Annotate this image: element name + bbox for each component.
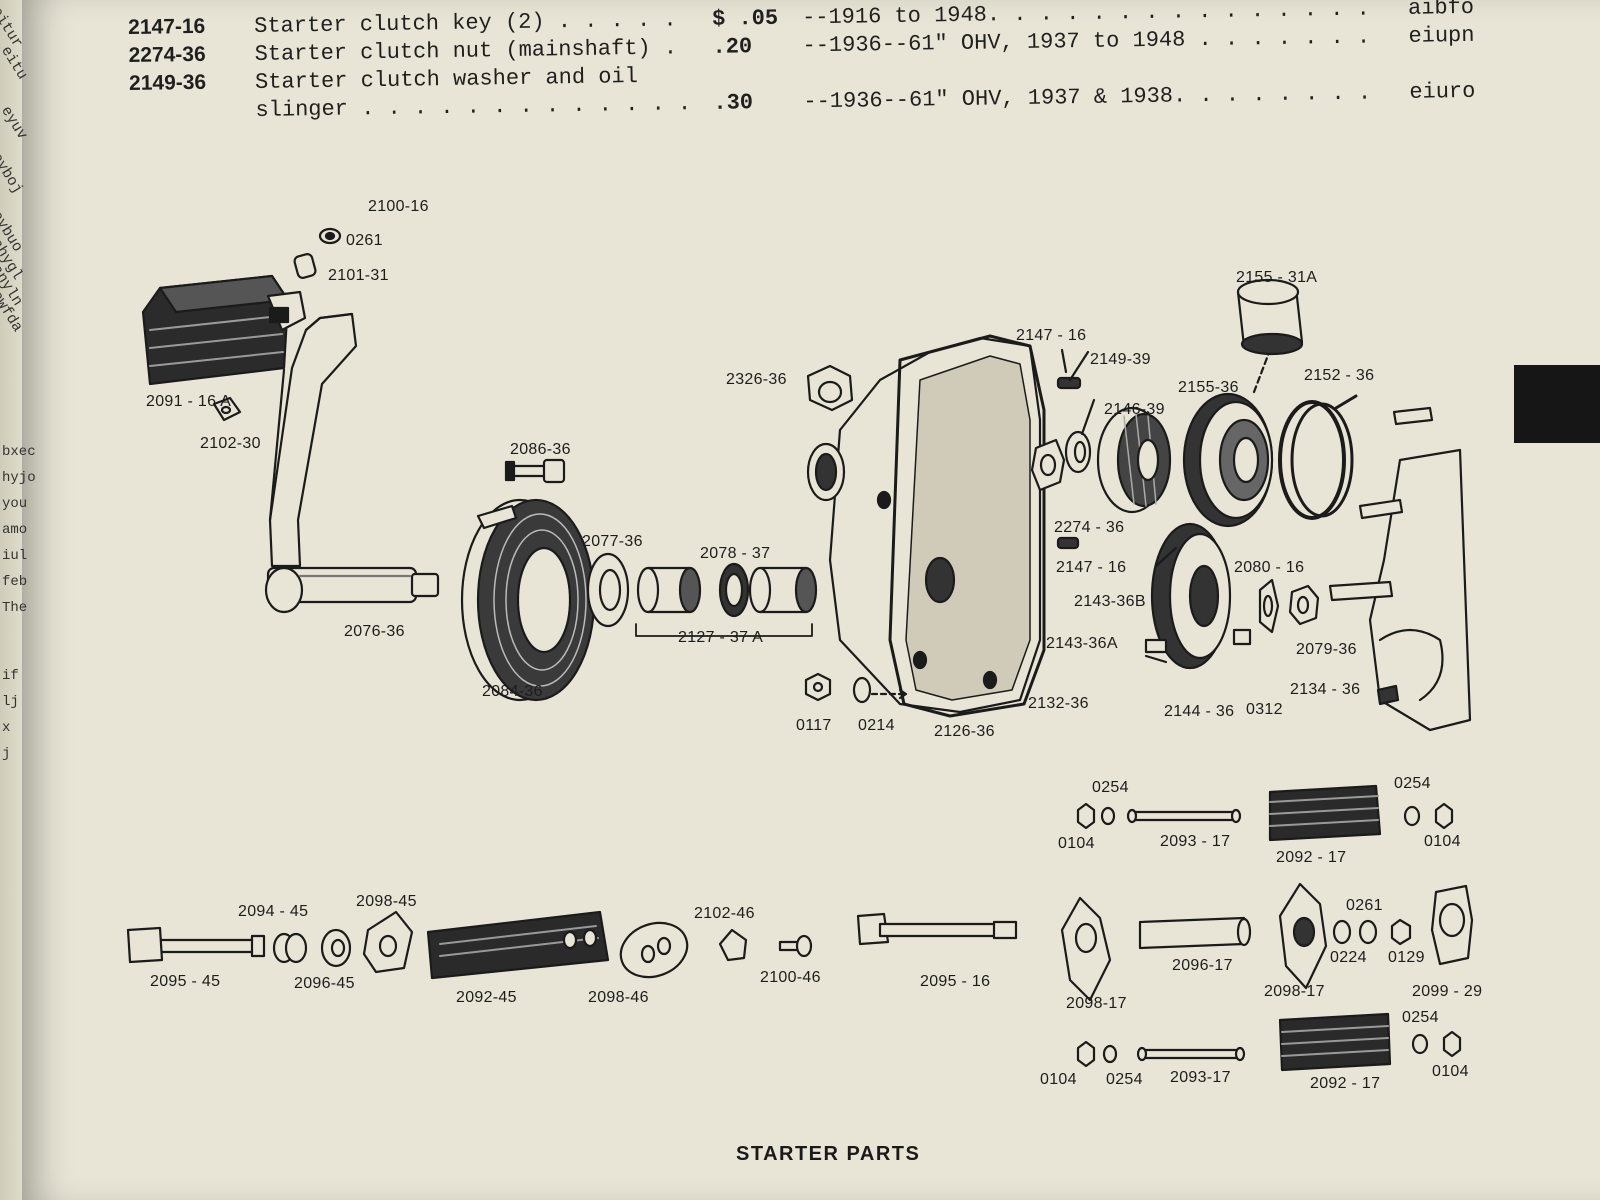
part-label: 2102-30	[200, 435, 261, 452]
footrest-right-middle-drawing	[1060, 882, 1474, 1002]
margin-fragment: iul	[2, 548, 28, 564]
part-label: 2092-45	[456, 989, 517, 1006]
washer-2077-drawing	[586, 552, 630, 628]
part-label: 2096-17	[1172, 957, 1233, 974]
footrest-lower-right-drawing	[1076, 1012, 1462, 1072]
diagram-labels: 2100-16 0261 2101-31 2091 - 16 A 2102-30…	[146, 198, 1482, 1092]
lock-washer-nut-drawing	[1258, 578, 1320, 634]
clutch-drum-drawing	[1096, 406, 1172, 514]
starter-spring-drawing	[460, 498, 596, 702]
part-label: 2098-46	[588, 989, 649, 1006]
part-label: 2274 - 36	[1054, 519, 1124, 536]
clutch-small-parts-drawing	[1030, 348, 1096, 550]
part-label: 0129	[1388, 949, 1425, 966]
part-label: 2092 - 17	[1276, 849, 1346, 866]
margin-fragment: amo	[2, 522, 28, 538]
starter-gear-drawing	[1182, 348, 1274, 528]
kick-pedal-drawing	[141, 274, 307, 386]
part-label: 2101-31	[328, 267, 389, 284]
margin-fragment: if	[2, 668, 19, 684]
part-label: 0224	[1330, 949, 1367, 966]
part-label: 2095 - 45	[150, 973, 220, 990]
part-label: 2127 - 37 A	[678, 629, 763, 646]
margin-fragment: lj	[2, 694, 19, 710]
part-label: 2149-39	[1090, 351, 1151, 368]
part-label: 2132-36	[1028, 695, 1089, 712]
part-label: 2086-36	[510, 441, 571, 458]
part-label: 2144 - 36	[1164, 703, 1234, 720]
bolt-2086-drawing	[504, 458, 566, 484]
part-label: 2080 - 16	[1234, 559, 1304, 576]
margin-fragment: feb	[2, 574, 28, 590]
part-label: 2100-46	[760, 969, 821, 986]
margin-fragment: you	[2, 496, 28, 512]
part-label: 2126-36	[934, 723, 995, 740]
section-thumb-tab	[1514, 365, 1600, 443]
snap-ring-drawing	[1278, 394, 1358, 520]
part-label: 2143-36A	[1046, 635, 1118, 652]
margin-fragment: x	[2, 720, 11, 736]
part-label: 2134 - 36	[1290, 681, 1360, 698]
nut-washer-0117-drawing	[804, 672, 908, 704]
part-label: 2147 - 16	[1016, 327, 1086, 344]
bushing-set-drawing	[635, 562, 818, 637]
part-label: 2146-39	[1104, 401, 1165, 418]
part-label: 2096-45	[294, 975, 355, 992]
footrest-upper-drawing	[1076, 784, 1454, 842]
part-label: 0254	[1092, 779, 1129, 796]
nut-2326-drawing	[806, 364, 854, 412]
part-label: 0261	[1346, 897, 1383, 914]
part-label: 0104	[1432, 1063, 1469, 1080]
part-label: 2152 - 36	[1304, 367, 1374, 384]
part-label: 0104	[1058, 835, 1095, 852]
part-label: 0104	[1040, 1071, 1077, 1088]
margin-fragment: hyjo	[2, 470, 36, 486]
part-label: 2094 - 45	[238, 903, 308, 920]
part-label: 2092 - 17	[1310, 1075, 1380, 1092]
part-label: 2095 - 16	[920, 973, 990, 990]
clutch-gear-drawing	[1144, 522, 1252, 670]
part-label: 0312	[1246, 701, 1283, 718]
footrest-lower-left-drawing	[126, 910, 1018, 980]
margin-fragment: bxec	[2, 444, 36, 460]
part-label: 0214	[858, 717, 895, 734]
part-label: 2098-17	[1066, 995, 1127, 1012]
part-label: 2079-36	[1296, 641, 1357, 658]
part-label: 2098-45	[356, 893, 417, 910]
part-label: 0254	[1402, 1009, 1439, 1026]
part-label: 2078 - 37	[700, 545, 770, 562]
margin-fragment: j	[2, 746, 11, 762]
part-label: 0104	[1424, 833, 1461, 850]
part-label: 2093-17	[1170, 1069, 1231, 1086]
part-label: 2100-16	[368, 198, 429, 215]
figure-caption: STARTER PARTS	[736, 1143, 921, 1165]
part-label: 2147 - 16	[1056, 559, 1126, 576]
part-label: 2143-36B	[1074, 593, 1146, 610]
part-label: 2098-17	[1264, 983, 1325, 1000]
part-label: 2102-46	[694, 905, 755, 922]
part-label: 0254	[1394, 775, 1431, 792]
part-label: 0261	[346, 232, 383, 249]
crank-fasteners-drawing	[212, 227, 342, 422]
bushing-2155-31a-drawing	[1236, 278, 1304, 356]
part-label: 2091 - 16 A	[146, 393, 231, 410]
crankcase-drawing	[1328, 406, 1472, 732]
part-label: 2077-36	[582, 533, 643, 550]
starter-crank-drawing	[264, 312, 440, 614]
part-label: 0117	[796, 717, 832, 734]
part-label: 2076-36	[344, 623, 405, 640]
part-label: 2099 - 29	[1412, 983, 1482, 1000]
part-label: 2093 - 17	[1160, 833, 1230, 850]
margin-fragment: The	[2, 600, 28, 616]
starter-cover-drawing	[806, 334, 1046, 718]
part-label: 0254	[1106, 1071, 1143, 1088]
part-label: 2155-36	[1178, 379, 1239, 396]
part-label: 2084-36	[482, 683, 543, 700]
part-label: 2155 - 31A	[1236, 269, 1317, 286]
part-label: 2326-36	[726, 371, 787, 388]
